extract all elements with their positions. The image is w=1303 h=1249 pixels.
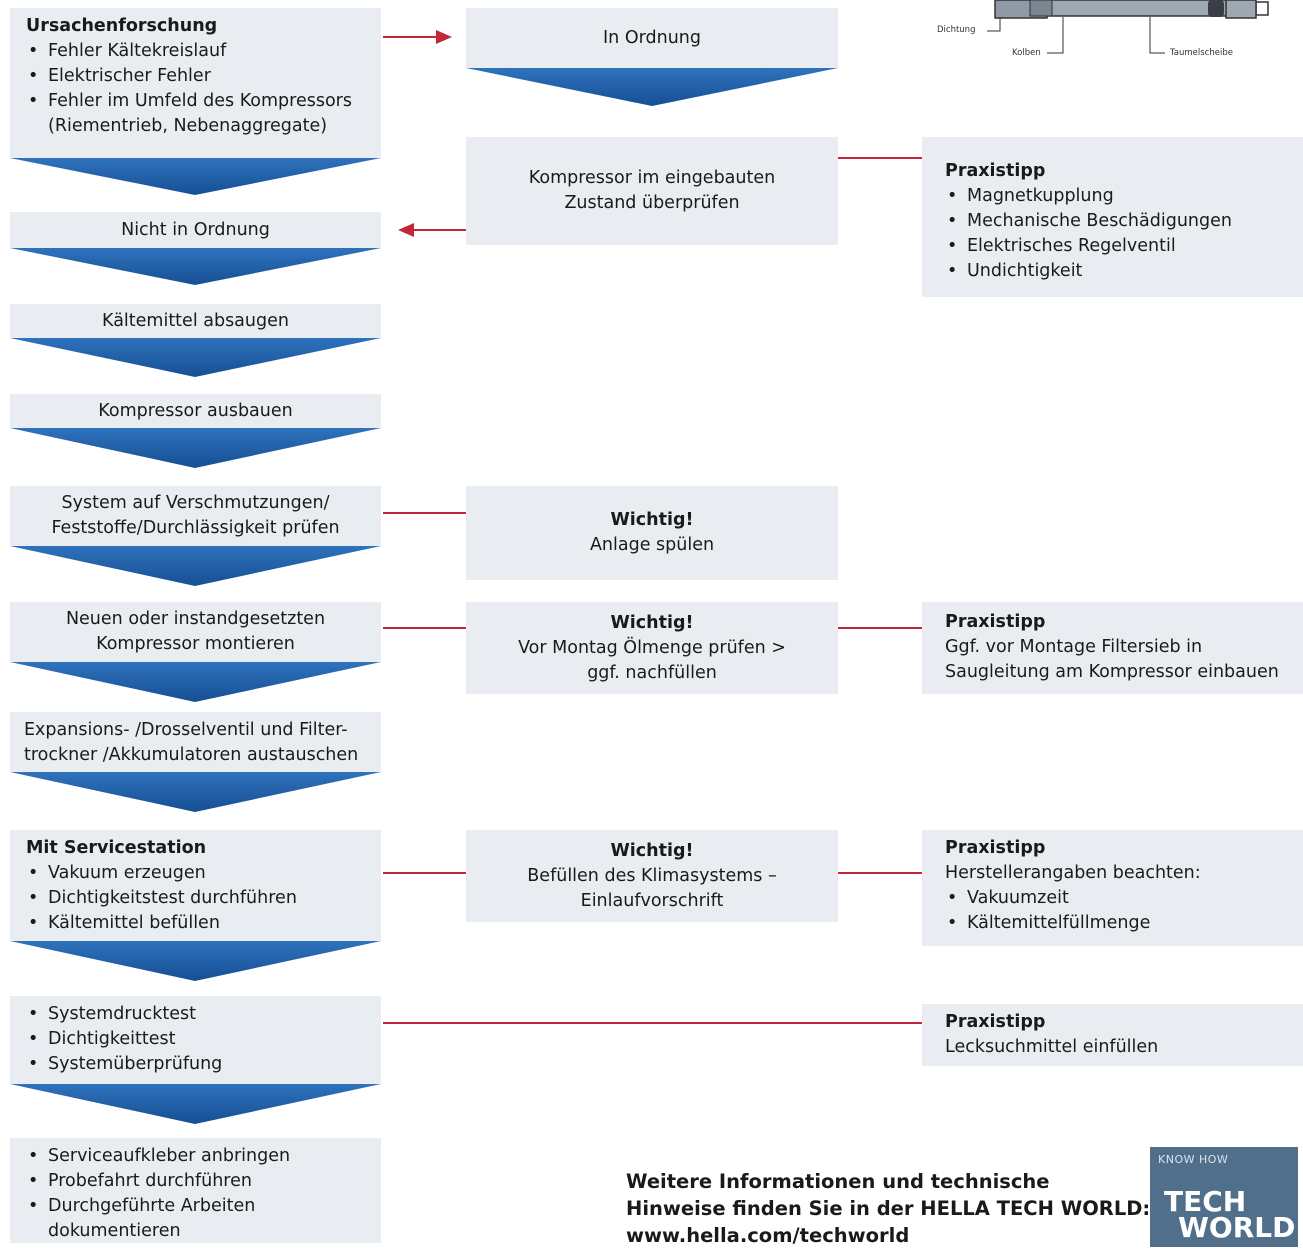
wichtig-text: Anlage spülen xyxy=(589,535,715,555)
system-pruefen-line: Feststoffe/Durchlässigkeit prüfen xyxy=(51,518,340,538)
wichtig-line: Befüllen des Klimasystems – xyxy=(527,865,777,886)
list-item: Systemüberprüfung xyxy=(26,1052,367,1077)
footer-info: Weitere Informationen und technische Hin… xyxy=(626,1168,1150,1249)
chevron-arrow xyxy=(10,546,381,586)
nicht-in-ordnung-box: Nicht in Ordnung xyxy=(10,212,381,248)
footer-line: Weitere Informationen und technische xyxy=(626,1170,1050,1193)
montieren-line: Neuen oder instandgesetzten xyxy=(65,609,326,629)
praxistipp-text: Lecksuchmittel einfüllen xyxy=(945,1037,1159,1057)
list-item-continuation: dokumentieren xyxy=(48,1221,181,1241)
kompressor-pruefen-line: Kompressor im eingebauten xyxy=(528,168,776,188)
chevron-arrow xyxy=(10,1084,381,1124)
wichtig-oel-box: Wichtig! Vor Montag Ölmenge prüfen > ggf… xyxy=(466,602,838,694)
logo-kicker: KNOW HOW xyxy=(1158,1153,1229,1166)
list-item: Undichtigkeit xyxy=(945,259,1289,284)
ausbauen-label: Kompressor ausbauen xyxy=(98,400,293,421)
chevron-arrow xyxy=(10,428,381,468)
praxistipp-title: Praxistipp xyxy=(945,838,1046,858)
in-ordnung-label: In Ordnung xyxy=(603,27,701,48)
chevron-arrow xyxy=(10,662,381,702)
chevron-arrow xyxy=(10,248,381,285)
praxistipp-box-3: Praxistipp Herstellerangaben beachten: V… xyxy=(922,830,1303,946)
wichtig-title: Wichtig! xyxy=(610,510,694,530)
nicht-in-ordnung-label: Nicht in Ordnung xyxy=(121,219,270,240)
chevron-arrow xyxy=(10,158,381,195)
praxistipp-line: Ggf. vor Montage Filtersieb in xyxy=(945,637,1203,657)
dichtung-label: Dichtung xyxy=(937,25,976,35)
montieren-line: Kompressor montieren xyxy=(96,634,295,654)
footer-line: Hinweise finden Sie in der HELLA TECH WO… xyxy=(626,1197,1151,1220)
footer-link[interactable]: www.hella.com/techworld xyxy=(626,1224,910,1247)
praxistipp-box-4: Praxistipp Lecksuchmittel einfüllen xyxy=(922,1004,1303,1066)
praxistipp-line: Saugleitung am Kompressor einbauen xyxy=(945,662,1279,682)
list-item: Systemdrucktest xyxy=(26,1002,367,1027)
wichtig-title: Wichtig! xyxy=(610,612,694,633)
ursachen-title: Ursachenforschung xyxy=(26,16,218,36)
kolben-label: Kolben xyxy=(1012,48,1041,58)
list-item: Elektrisches Regelventil xyxy=(945,234,1289,259)
taumelscheibe-label: Taumelscheibe xyxy=(1170,48,1233,58)
praxistipp-title: Praxistipp xyxy=(945,161,1046,181)
logo-line2: WORLD xyxy=(1178,1211,1296,1244)
list-item: Kältemittelfüllmenge xyxy=(945,911,1289,936)
tech-world-logo: KNOW HOW TECH WORLD xyxy=(1150,1147,1298,1247)
list-item: Fehler im Umfeld des Kompressors xyxy=(26,89,367,114)
list-item-continuation: (Riementrieb, Nebenaggregate) xyxy=(48,116,328,136)
list-item: Elektrischer Fehler xyxy=(26,64,367,89)
list-item: Kältemittel befüllen xyxy=(26,911,367,936)
list-item: Durchgeführte Arbeiten xyxy=(26,1194,367,1219)
kompressor-pruefen-box: Kompressor im eingebauten Zustand überpr… xyxy=(466,137,838,245)
compressor-illustration xyxy=(987,0,1269,54)
wichtig-spuelen-box: Wichtig! Anlage spülen xyxy=(466,486,838,580)
absaugen-label: Kältemittel absaugen xyxy=(102,310,289,331)
list-item: Magnetkupplung xyxy=(945,184,1289,209)
chevron-arrow xyxy=(466,68,838,106)
praxistipp-intro: Herstellerangaben beachten: xyxy=(945,863,1201,883)
list-item: Dichtigkeittest xyxy=(26,1027,367,1052)
praxistipp-box-1: Praxistipp Magnetkupplung Mechanische Be… xyxy=(922,137,1303,297)
abschluss-box: Serviceaufkleber anbringen Probefahrt du… xyxy=(10,1138,381,1243)
wichtig-line: Vor Montag Ölmenge prüfen > xyxy=(518,637,786,658)
in-ordnung-box: In Ordnung xyxy=(466,8,838,68)
logo-line1: TECH xyxy=(1164,1185,1247,1218)
kompressor-pruefen-line: Zustand überprüfen xyxy=(564,193,740,213)
list-item: Fehler Kältekreislauf xyxy=(26,39,367,64)
austauschen-line: Expansions- /Drosselventil und Filter- xyxy=(24,720,348,740)
wichtig-befuellen-box: Wichtig! Befüllen des Klimasystems – Ein… xyxy=(466,830,838,922)
arrow-head xyxy=(398,223,414,237)
austauschen-line: trockner /Akkumulatoren austauschen xyxy=(24,745,359,765)
system-pruefen-line: System auf Verschmutzungen/ xyxy=(61,493,330,513)
wichtig-title: Wichtig! xyxy=(610,840,694,861)
austauschen-box: Expansions- /Drosselventil und Filter- t… xyxy=(10,712,381,772)
tests-box: Systemdrucktest Dichtigkeittest Systemüb… xyxy=(10,996,381,1084)
chevron-arrow xyxy=(10,772,381,812)
chevron-arrow xyxy=(10,941,381,981)
ausbauen-box: Kompressor ausbauen xyxy=(10,394,381,428)
absaugen-box: Kältemittel absaugen xyxy=(10,304,381,338)
servicestation-title: Mit Servicestation xyxy=(26,838,207,858)
montieren-box: Neuen oder instandgesetzten Kompressor m… xyxy=(10,602,381,662)
list-item: Probefahrt durchführen xyxy=(26,1169,367,1194)
praxistipp-title: Praxistipp xyxy=(945,1012,1046,1032)
list-item: Vakuumzeit xyxy=(945,886,1289,911)
chevron-arrow xyxy=(10,338,381,377)
ursachen-box: Ursachenforschung Fehler Kältekreislauf … xyxy=(10,8,381,158)
list-item: Serviceaufkleber anbringen xyxy=(26,1144,367,1169)
servicestation-box: Mit Servicestation Vakuum erzeugen Dicht… xyxy=(10,830,381,941)
list-item: Vakuum erzeugen xyxy=(26,861,367,886)
system-pruefen-box: System auf Verschmutzungen/ Feststoffe/D… xyxy=(10,486,381,546)
praxistipp-box-2: Praxistipp Ggf. vor Montage Filtersieb i… xyxy=(922,602,1303,694)
praxistipp-title: Praxistipp xyxy=(945,612,1046,632)
arrow-head xyxy=(436,30,452,44)
list-item: Mechanische Beschädigungen xyxy=(945,209,1289,234)
wichtig-line: Einlaufvorschrift xyxy=(580,890,724,911)
list-item: Dichtigkeitstest durchführen xyxy=(26,886,367,911)
wichtig-line: ggf. nachfüllen xyxy=(587,662,717,683)
